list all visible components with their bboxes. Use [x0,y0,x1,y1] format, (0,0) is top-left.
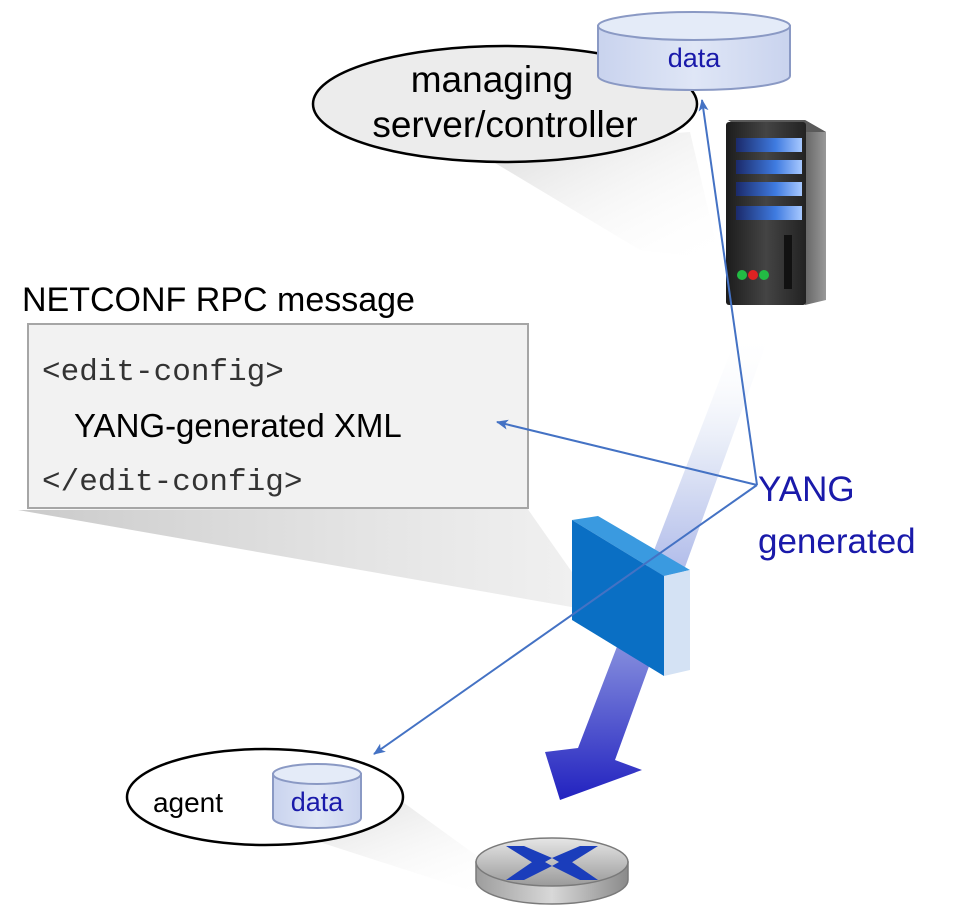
server-database-icon: data [597,11,791,91]
agent-label: agent [153,787,223,818]
server-icon [726,120,826,305]
rpc-message-box: <edit-config> YANG-generated XML </edit-… [27,323,529,509]
agent-db-label: data [291,787,345,817]
connector-to-rpc-body [496,419,758,486]
rpc-open-tag: <edit-config> [42,355,284,390]
switch-icon [572,516,690,676]
rpc-title: NETCONF RPC message [22,281,415,319]
rpc-body: YANG-generated XML [74,407,402,444]
yang-connectors [373,99,758,755]
yang-label-line1: YANG [758,470,855,509]
rpc-close-tag: </edit-config> [42,465,302,500]
rpc-box-tail [18,508,600,612]
connector-to-agent-db [373,484,758,755]
router-icon [475,837,629,905]
agent-database-icon: data [272,763,362,829]
server-bubble-line1: managing [411,59,574,100]
server-db-label: data [668,43,722,73]
yang-label-line2: generated [758,522,916,561]
connector-to-server-db [698,99,758,486]
server-bubble-tail [470,132,720,260]
server-bubble-line2: server/controller [372,104,637,145]
